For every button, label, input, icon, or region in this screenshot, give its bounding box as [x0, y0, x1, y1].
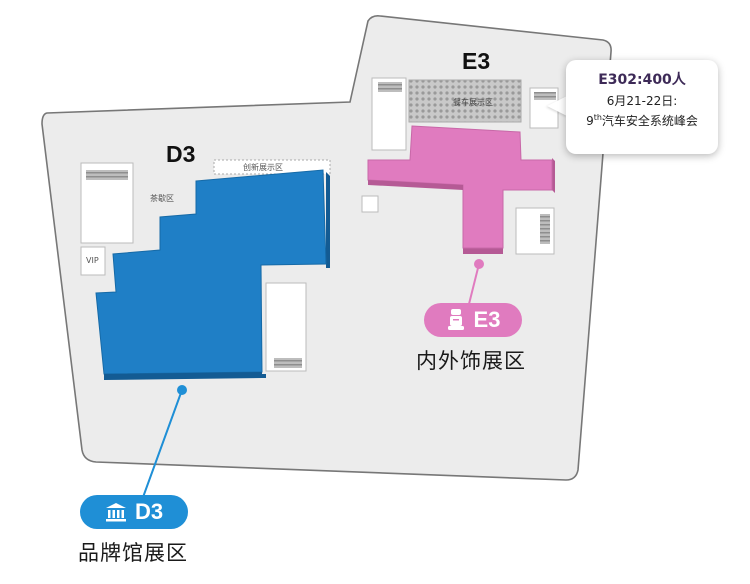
e3-left-booth-bar [378, 82, 402, 92]
callout-event-name: 汽车安全系统峰会 [601, 114, 698, 128]
callout-title: E302:400人 [598, 72, 686, 88]
e3-zone-name: 内外饰展区 [416, 349, 526, 373]
callout-event-number: 9 [586, 114, 594, 128]
e3-restaurant-area [408, 79, 522, 123]
e3-badge[interactable]: E3 [424, 303, 522, 337]
callout-event-sup: th [593, 113, 602, 122]
d3-zone-name: 品牌馆展区 [78, 541, 188, 565]
d3-badge[interactable]: D3 [80, 495, 188, 529]
d3-zone-shape[interactable] [95, 169, 327, 375]
d3-right-booth-bar [274, 358, 302, 368]
e3-zone-edge [368, 180, 463, 190]
d3-zone-edge [104, 372, 262, 380]
e3-connector-line [468, 263, 480, 305]
e3-zone-shape[interactable] [367, 125, 553, 249]
building-columns-icon [105, 502, 127, 522]
callout-event: 9th汽车安全系统峰会 [566, 112, 718, 129]
dining-area-label: 餐车展示区 [453, 98, 493, 107]
d3-left-booth-bar [86, 170, 128, 180]
d3-badge-text: D3 [134, 499, 164, 524]
e302-callout: E302:400人 6月21-22日: 9th汽车安全系统峰会 [566, 60, 718, 154]
e3-hall-title: E3 [462, 48, 491, 74]
e3-badge-text: E3 [473, 307, 501, 332]
tea-break-label: 茶歇区 [150, 194, 174, 203]
d3-connector-dot [177, 385, 187, 395]
d3-connector-line [141, 389, 183, 501]
callout-date: 6月21-22日: [606, 94, 678, 108]
e3-connector-dot [474, 259, 484, 269]
car-seat-icon [446, 308, 466, 332]
e3-right-booth-bar [534, 92, 556, 100]
d3-hall-title: D3 [166, 141, 196, 167]
e3-lower-booth-bar [540, 214, 550, 244]
vip-room [80, 246, 106, 276]
d3-right-booth [265, 282, 307, 372]
callout-tail [547, 96, 567, 116]
vip-label: VIP [86, 256, 99, 265]
innovation-area-label: 创新展示区 [243, 163, 283, 172]
e3-small-square [361, 195, 379, 213]
